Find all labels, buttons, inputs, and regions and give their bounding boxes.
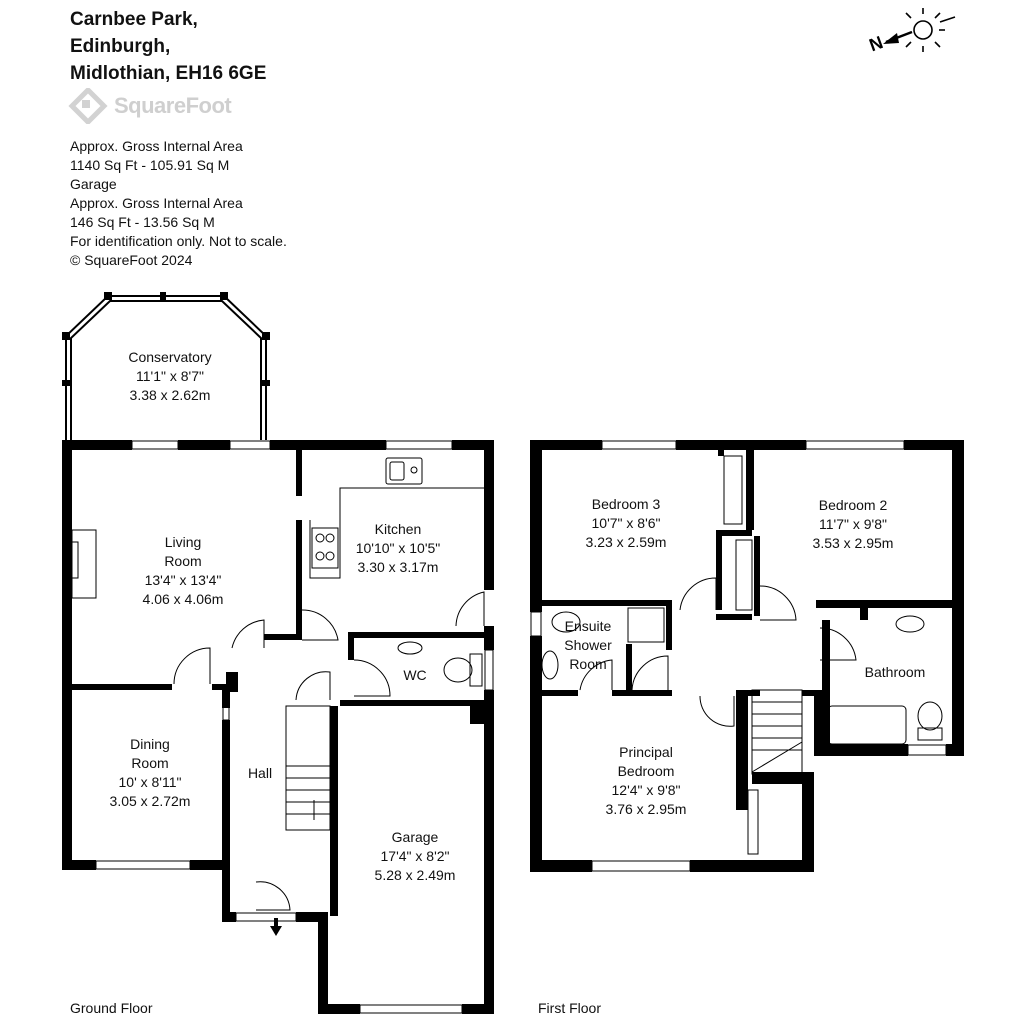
kitchen-name: Kitchen (375, 521, 422, 537)
wc-name: WC (403, 667, 426, 683)
kitchen-fittings (71, 457, 485, 911)
room-labels: Conservatory 11'1" x 8'7" 3.38 x 2.62m L… (110, 349, 926, 883)
bedroom-2-size-imperial: 11'7" x 9'8" (819, 516, 887, 532)
info-line-2: 1140 Sq Ft - 105.91 Sq M (70, 157, 230, 173)
ground-floor-windows (95, 440, 494, 1014)
compass-north-letter: N (867, 32, 886, 55)
first-floor-plan (530, 440, 964, 872)
info-line-4: Approx. Gross Internal Area (70, 195, 243, 211)
address-line-1: Carnbee Park, (70, 9, 198, 30)
first-floor-label: First Floor (538, 1000, 601, 1016)
living-room-name-1: Living (165, 534, 202, 550)
conservatory-name: Conservatory (128, 349, 211, 365)
dining-room-name-2: Room (131, 755, 168, 771)
ground-floor-walls (62, 440, 494, 1014)
principal-bedroom-name-2: Bedroom (618, 763, 675, 779)
bedroom-2-size-metric: 3.53 x 2.95m (813, 535, 894, 551)
ensuite-name-3: Room (569, 656, 606, 672)
living-room-size-imperial: 13'4" x 13'4" (145, 572, 222, 588)
ground-floor-plan (62, 292, 494, 1014)
info-line-7: © SquareFoot 2024 (70, 252, 193, 268)
kitchen-size-metric: 3.30 x 3.17m (358, 559, 439, 575)
address-line-3: Midlothian, EH16 6GE (70, 63, 267, 84)
info-line-3: Garage (70, 176, 117, 192)
kitchen-size-imperial: 10'10" x 10'5" (356, 540, 441, 556)
first-floor-windows-fittings (530, 440, 947, 872)
dining-room-name-1: Dining (130, 736, 170, 752)
info-line-5: 146 Sq Ft - 13.56 Sq M (70, 214, 215, 230)
conservatory-size-imperial: 11'1" x 8'7" (136, 368, 204, 384)
hall-name: Hall (248, 765, 272, 781)
dining-room-size-metric: 3.05 x 2.72m (110, 793, 191, 809)
principal-bedroom-size-imperial: 12'4" x 9'8" (612, 782, 681, 798)
address-line-2: Edinburgh, (70, 36, 171, 57)
garage-name: Garage (392, 829, 439, 845)
conservatory-size-metric: 3.38 x 2.62m (130, 387, 211, 403)
logo-text: SquareFoot (114, 93, 232, 118)
info-line-6: For identification only. Not to scale. (70, 233, 287, 249)
living-room-name-2: Room (164, 553, 201, 569)
bedroom-3-size-metric: 3.23 x 2.59m (586, 534, 667, 550)
ensuite-name-2: Shower (564, 637, 612, 653)
dining-room-size-imperial: 10' x 8'11" (119, 774, 182, 790)
principal-bedroom-size-metric: 3.76 x 2.95m (606, 801, 687, 817)
bedroom-3-size-imperial: 10'7" x 8'6" (592, 515, 661, 531)
conservatory-posts (62, 292, 270, 386)
garage-size-imperial: 17'4" x 8'2" (381, 848, 450, 864)
property-address: Carnbee Park, Edinburgh, Midlothian, EH1… (70, 6, 266, 87)
living-room-size-metric: 4.06 x 4.06m (143, 591, 224, 607)
bedroom-2-name: Bedroom 2 (819, 497, 888, 513)
bathroom-name: Bathroom (865, 664, 926, 680)
logo-icon (68, 88, 108, 124)
ground-floor-label: Ground Floor (70, 1000, 153, 1016)
compass-icon: N (867, 8, 956, 55)
entrance-arrow-icon (270, 918, 282, 936)
bedroom-3-name: Bedroom 3 (592, 496, 661, 512)
principal-bedroom-name-1: Principal (619, 744, 673, 760)
area-info: Approx. Gross Internal Area 1140 Sq Ft -… (70, 137, 287, 270)
info-line-1: Approx. Gross Internal Area (70, 138, 243, 154)
garage-size-metric: 5.28 x 2.49m (375, 867, 456, 883)
squarefoot-logo: SquareFoot (68, 88, 232, 124)
ensuite-name-1: Ensuite (565, 618, 612, 634)
first-floor-walls (530, 440, 964, 872)
